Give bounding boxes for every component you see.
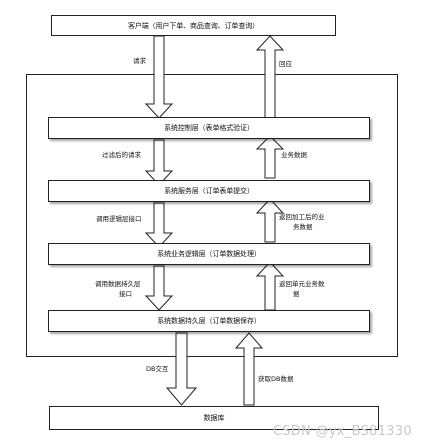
arrow-call-logic (144, 202, 174, 248)
logic-layer-label: 系统业务逻辑层（订单数据处理） (157, 250, 261, 258)
call-logic-label-1: 调用逻辑层接口 (96, 215, 142, 223)
arrow-response (255, 35, 285, 119)
return-processed-label-2: 务数据 (293, 223, 313, 231)
return-unit-label-2: 据 (293, 290, 300, 298)
arrow-call-persist (144, 265, 174, 311)
call-persist-label-2: 接口 (119, 290, 132, 298)
return-unit-label-1: 返回单元业务数 (279, 280, 325, 288)
get-db-data-label: 获取DB数据 (258, 375, 294, 383)
business-data-label: 业务数据 (281, 151, 307, 159)
watermark: CSDN @yx_BS81330 (272, 424, 412, 439)
db-interact-label: DB交互 (146, 365, 169, 373)
client-box: 客户端（用户下单、商品查询、订单查询） (51, 15, 336, 36)
arrow-get-db-data (234, 332, 264, 406)
service-layer-label: 系统服务层（订单表单提交） (164, 187, 254, 195)
control-layer-label: 系统控制层（表单格式验证） (164, 124, 254, 132)
arrow-filtered-request (144, 139, 174, 186)
service-layer-box: 系统服务层（订单表单提交） (48, 180, 370, 202)
return-processed-label-1: 返回加工后的业 (279, 213, 325, 221)
arrow-db-interact (165, 332, 198, 406)
database-label: 数据库 (203, 414, 225, 422)
filtered-request-label: 过滤后的请求 (102, 151, 141, 159)
response-label: 回应 (279, 60, 292, 68)
arrow-return-processed (255, 198, 285, 243)
call-persist-label-1: 调用数据持久层 (95, 280, 141, 288)
persist-layer-box: 系统数据持久层（订单数据保存） (48, 310, 370, 332)
persist-layer-label: 系统数据持久层（订单数据保存） (157, 317, 261, 325)
control-layer-box: 系统控制层（表单格式验证） (48, 117, 370, 139)
arrow-request (144, 35, 174, 119)
client-label: 客户端（用户下单、商品查询、订单查询） (127, 21, 260, 30)
arrow-business-data (255, 135, 285, 179)
request-label: 请求 (133, 57, 146, 65)
database-box: 数据库 (49, 406, 379, 430)
system-boundary (26, 74, 398, 357)
logic-layer-box: 系统业务逻辑层（订单数据处理） (48, 243, 370, 265)
